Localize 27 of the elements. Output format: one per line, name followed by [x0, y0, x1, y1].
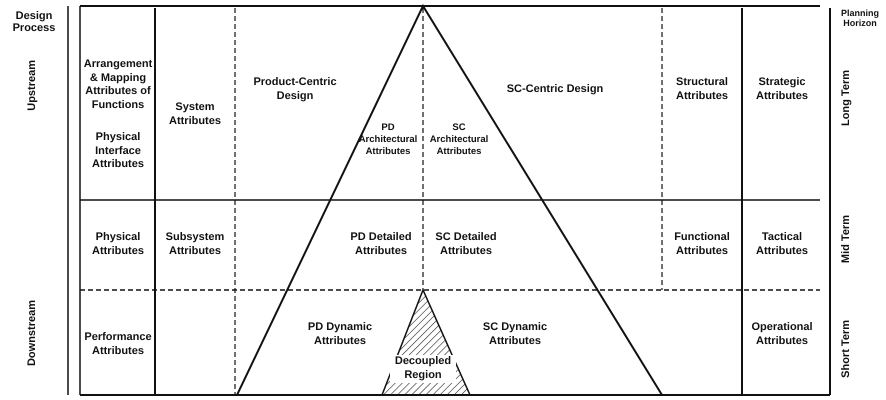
- cell-label: SC-Centric Design: [506, 83, 604, 97]
- axis-label: Long Term: [840, 70, 852, 126]
- axis-label: Upstream: [26, 60, 38, 111]
- cell-label: Performance Attributes: [83, 331, 153, 359]
- cell-label: Strategic Attributes: [755, 76, 809, 104]
- cell-label: Arrangement & Mapping Attributes of Functions: [82, 58, 154, 113]
- cell-label: SC Detailed Attributes: [434, 231, 498, 259]
- cell-label: SC Architectural Attributes: [428, 122, 490, 158]
- axis-title: Planning Horizon: [840, 8, 880, 28]
- cell-label: PD Dynamic Attributes: [306, 321, 374, 349]
- cell-label: Tactical Attributes: [755, 231, 809, 259]
- cell-label: PD Detailed Attributes: [349, 231, 413, 259]
- cell-label: Physical Interface Attributes: [91, 130, 145, 172]
- cell-label: Structural Attributes: [675, 76, 729, 104]
- cell-label: Product-Centric Design: [252, 76, 338, 104]
- axis-label: Short Term: [840, 320, 852, 378]
- cell-label: PD Architectural Attributes: [358, 122, 418, 158]
- cell-label: SC Dynamic Attributes: [482, 321, 548, 349]
- cell-label: Decoupled Region: [390, 355, 456, 383]
- cell-label: Functional Attributes: [673, 231, 731, 259]
- cell-label: Operational Attributes: [750, 321, 814, 349]
- cell-label: Subsystem Attributes: [164, 231, 226, 259]
- axis-label: Downstream: [26, 300, 38, 366]
- axis-title: Design Process: [12, 10, 56, 34]
- cell-label: System Attributes: [168, 101, 222, 129]
- axis-label: Mid Term: [840, 215, 852, 264]
- cell-label: Physical Attributes: [91, 231, 145, 259]
